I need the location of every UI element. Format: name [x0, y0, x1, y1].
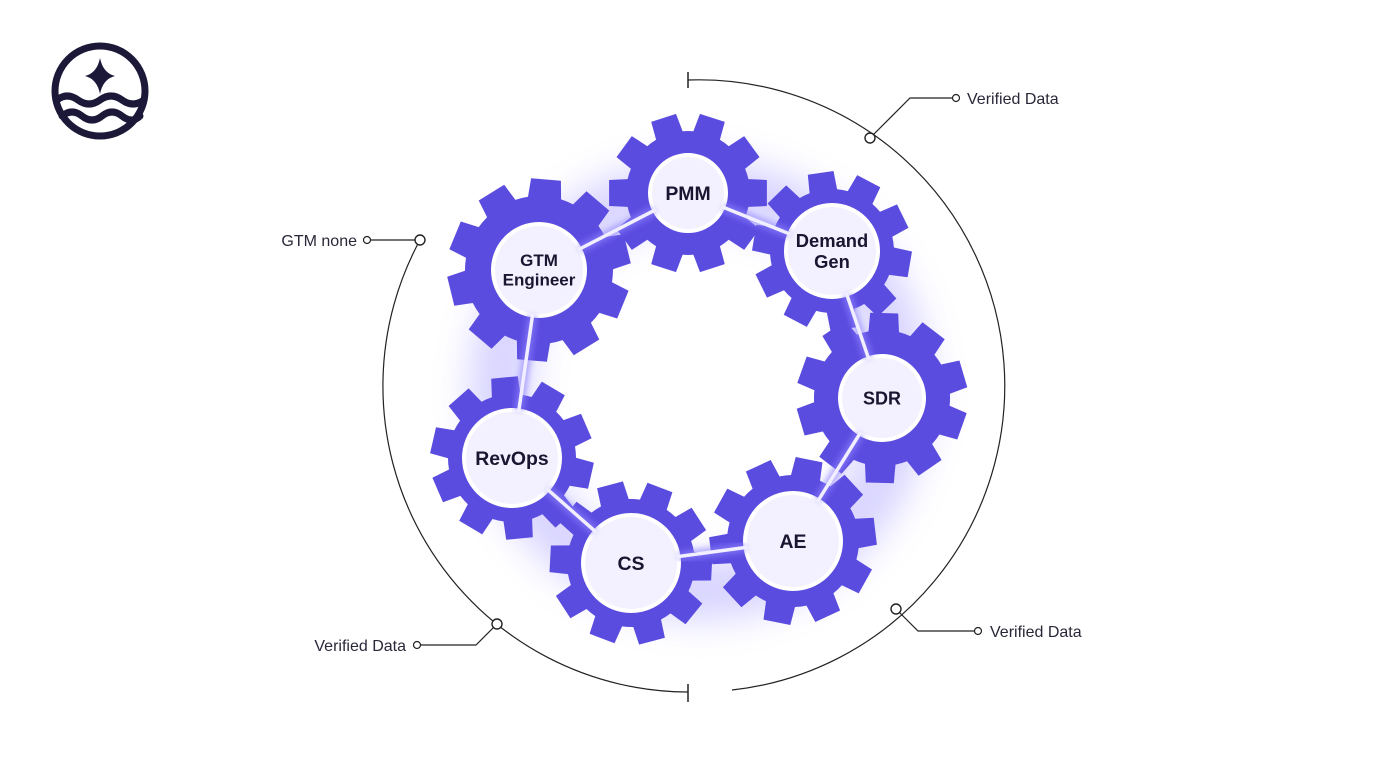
- gear-hub-demand-gen: [784, 203, 880, 299]
- gear-connectors: [513, 202, 874, 562]
- connector-sdr: [816, 431, 862, 502]
- wave-star-logo-icon: [51, 42, 149, 140]
- callout-label-bottom-left: Verified Data: [314, 638, 406, 655]
- connector-cs: [546, 488, 597, 533]
- connector-demand-gen: [845, 292, 871, 360]
- callout-end-dot-bottom-right: [973, 626, 983, 636]
- callout-bottom-left: Verified Data: [314, 618, 503, 655]
- gear-label-ae: AE: [779, 531, 806, 553]
- connector-pmm: [721, 205, 792, 236]
- gear-hub-gtm-engineer: [491, 222, 587, 318]
- connector-ae: [676, 545, 748, 559]
- gear-label-revops: RevOps: [475, 448, 549, 470]
- callout-dot-left: [414, 234, 426, 246]
- outer-arcs: [382, 72, 1006, 702]
- gear-label-sdr: SDR: [863, 388, 901, 408]
- gear-hub-cs: [581, 513, 681, 613]
- gear-label-pmm: PMM: [665, 183, 710, 205]
- callout-bottom-right: Verified Data: [890, 603, 1082, 641]
- gear-hub-sdr: [838, 354, 926, 442]
- gear-hub-ae: [743, 491, 843, 591]
- gear-hub-pmm: [648, 153, 728, 233]
- callout-end-dot-left: [362, 235, 372, 245]
- callout-left: GTM none: [281, 233, 426, 250]
- callout-end-dot-top-right: [951, 93, 961, 103]
- callout-label-left: GTM none: [281, 233, 357, 250]
- outer-arc-right: [687, 79, 1006, 691]
- gear-hub-revops: [462, 408, 562, 508]
- callout-label-top-right: Verified Data: [967, 91, 1059, 108]
- callout-top-right: Verified Data: [864, 91, 1059, 144]
- callout-dot-bottom-right: [890, 603, 902, 615]
- connector-gtm-engineer: [578, 208, 656, 251]
- gear-label-cs: CS: [617, 553, 644, 575]
- connector-revops: [517, 313, 535, 413]
- callout-dot-top-right: [864, 132, 876, 144]
- outer-arc-left: [382, 239, 689, 693]
- callout-dot-bottom-left: [491, 618, 503, 630]
- callout-label-bottom-right: Verified Data: [990, 624, 1082, 641]
- gears: [430, 113, 968, 645]
- callout-end-dot-bottom-left: [412, 640, 422, 650]
